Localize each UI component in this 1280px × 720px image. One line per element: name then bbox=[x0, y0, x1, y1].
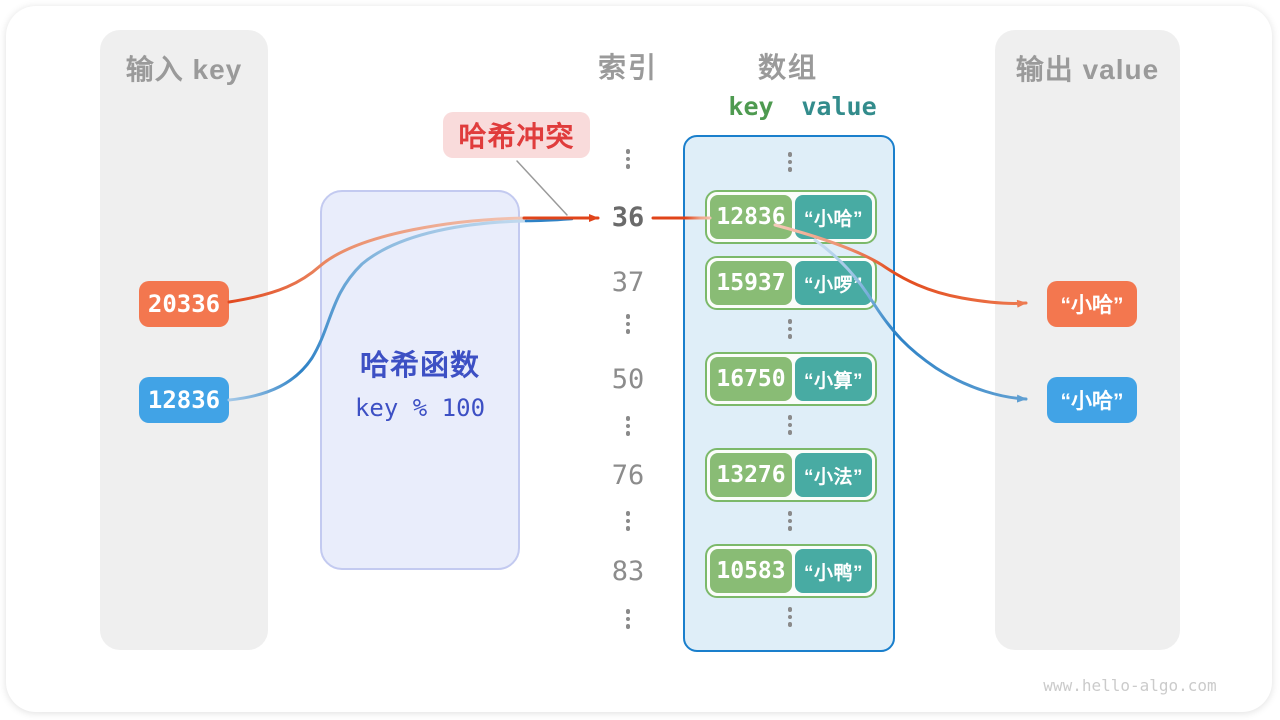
array-pair-row: 15937 “小啰” bbox=[705, 256, 877, 310]
pair-value: “小哈” bbox=[795, 195, 872, 239]
index-ellipsis bbox=[624, 416, 632, 436]
index-ellipsis bbox=[624, 149, 632, 169]
input-key-20336: 20336 bbox=[139, 281, 229, 327]
pair-key: 10583 bbox=[710, 549, 792, 593]
pair-key: 12836 bbox=[710, 195, 792, 239]
array-key-header: key bbox=[728, 92, 774, 121]
hash-function-box: 哈希函数 key % 100 bbox=[320, 190, 520, 570]
watermark: www.hello-algo.com bbox=[1043, 676, 1217, 695]
collision-pointer-line bbox=[516, 160, 568, 216]
pair-value: “小鸭” bbox=[795, 549, 872, 593]
array-ellipsis bbox=[786, 511, 794, 531]
output-column-title: 输出 value bbox=[1015, 54, 1160, 85]
pair-key: 16750 bbox=[710, 357, 792, 401]
array-ellipsis bbox=[786, 319, 794, 339]
output-column: 输出 value bbox=[995, 30, 1180, 650]
input-key-12836: 12836 bbox=[139, 377, 229, 423]
index-value-37: 37 bbox=[611, 267, 645, 298]
index-value-36: 36 bbox=[611, 202, 645, 233]
array-pair-row: 13276 “小法” bbox=[705, 448, 877, 502]
index-value-76: 76 bbox=[611, 460, 645, 491]
array-pair-row: 12836 “小哈” bbox=[705, 190, 877, 244]
index-ellipsis bbox=[624, 314, 632, 334]
index-ellipsis bbox=[624, 609, 632, 629]
pair-key: 15937 bbox=[710, 261, 792, 305]
pair-value: “小法” bbox=[795, 453, 872, 497]
pair-key: 13276 bbox=[710, 453, 792, 497]
array-ellipsis bbox=[786, 415, 794, 435]
output-value-blue: “小哈” bbox=[1047, 377, 1137, 423]
array-value-header: value bbox=[801, 92, 877, 121]
wire-merged-blue bbox=[524, 217, 574, 223]
array-pair-row: 16750 “小算” bbox=[705, 352, 877, 406]
array-column-title: 数组 bbox=[757, 52, 818, 83]
input-column: 输入 key bbox=[100, 30, 268, 650]
input-column-title: 输入 key bbox=[125, 54, 243, 85]
hash-function-title: 哈希函数 bbox=[359, 350, 480, 382]
output-value-orange: “小哈” bbox=[1047, 281, 1137, 327]
array-pair-row: 10583 “小鸭” bbox=[705, 544, 877, 598]
index-value-83: 83 bbox=[611, 556, 645, 587]
array-ellipsis bbox=[786, 607, 794, 627]
pair-value: “小啰” bbox=[795, 261, 872, 305]
hash-collision-label: 哈希冲突 bbox=[443, 112, 590, 158]
index-ellipsis bbox=[624, 511, 632, 531]
hash-function-formula: key % 100 bbox=[354, 394, 486, 422]
index-value-50: 50 bbox=[611, 364, 645, 395]
array-ellipsis bbox=[786, 152, 794, 172]
index-column-title: 索引 bbox=[597, 52, 658, 83]
pair-value: “小算” bbox=[795, 357, 872, 401]
